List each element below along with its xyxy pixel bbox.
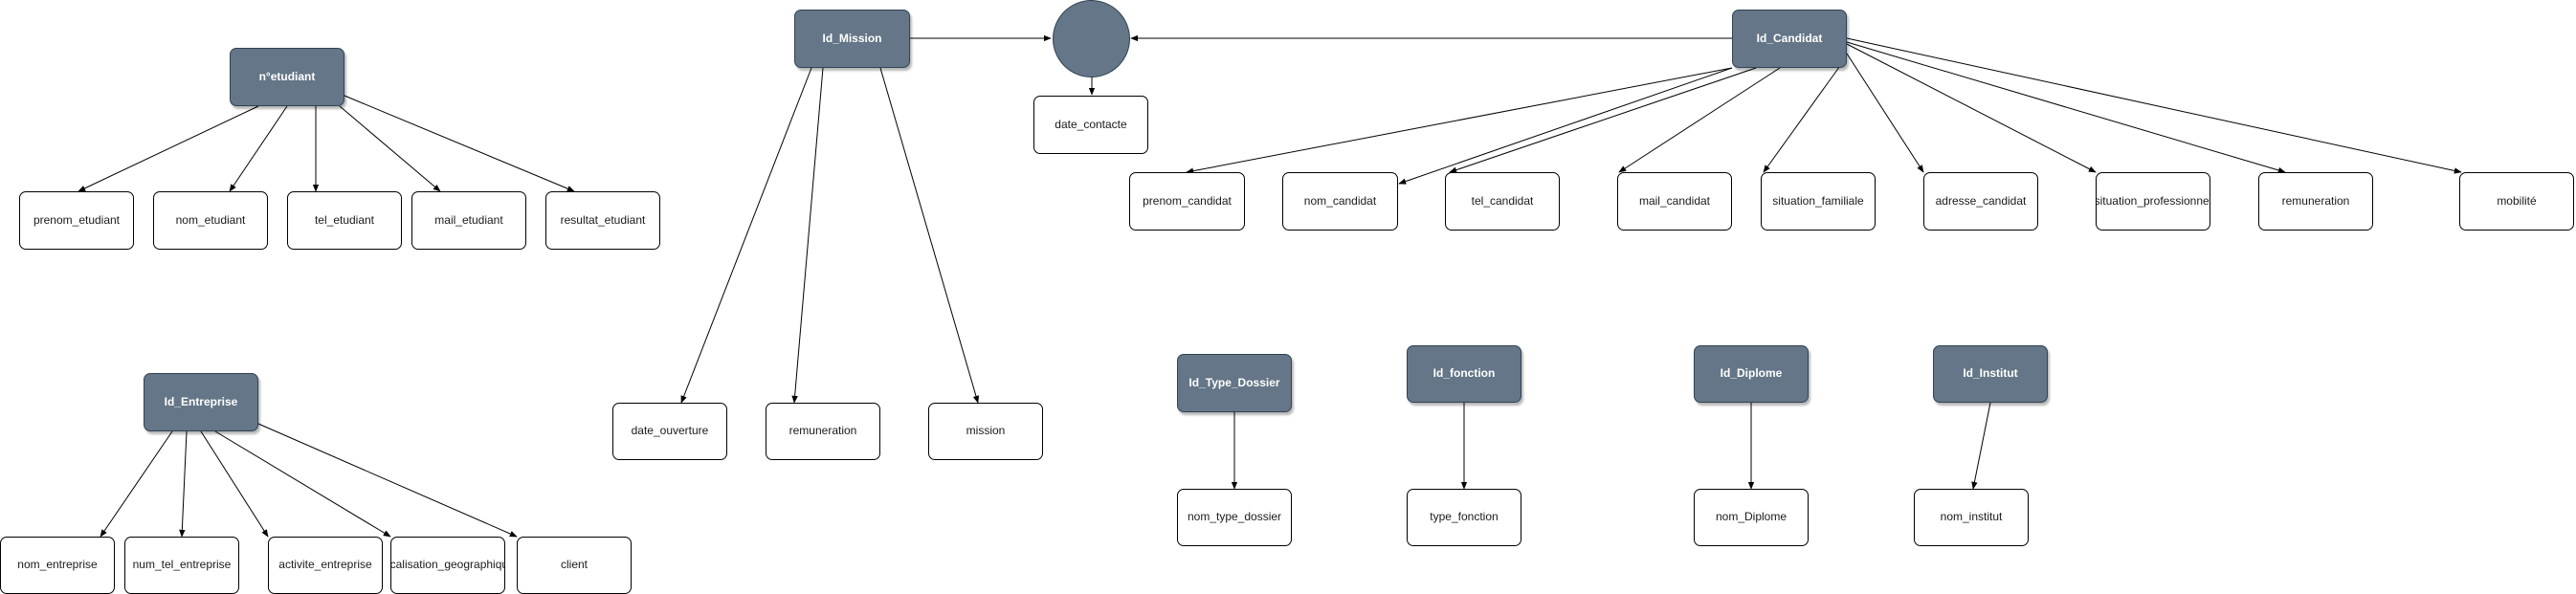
entity-key-id-type-dossier[interactable]: Id_Type_Dossier (1177, 354, 1292, 412)
edge-candidat-situationpro (1846, 43, 2097, 173)
entity-key-n-etudiant[interactable]: n°etudiant (230, 48, 344, 106)
attribute-nom-candidat[interactable]: nom_candidat (1282, 172, 1398, 231)
attribute-date-contacte[interactable]: date_contacte (1033, 96, 1148, 154)
attribute-resultat-etudiant[interactable]: resultat_etudiant (545, 191, 660, 250)
attribute-mail-etudiant[interactable]: mail_etudiant (411, 191, 526, 250)
attribute-prenom-candidat[interactable]: prenom_candidat (1129, 172, 1245, 231)
attribute-mission[interactable]: mission (928, 403, 1043, 460)
attribute-remuneration-mission[interactable]: remuneration (766, 403, 880, 460)
edge-mission-remuneration (791, 67, 824, 404)
edge-entreprise-localisation (214, 430, 391, 538)
edge-mission-ouverture (680, 67, 812, 404)
edge-etudiant-resultat (344, 95, 575, 192)
attribute-num-tel-entreprise[interactable]: num_tel_entreprise (124, 537, 239, 594)
edge-candidat-mobilite (1846, 37, 2462, 174)
attribute-mobilite[interactable]: mobilité (2459, 172, 2574, 231)
attribute-tel-candidat[interactable]: tel_candidat (1445, 172, 1560, 231)
attribute-remuneration-candidat[interactable]: remuneration (2258, 172, 2373, 231)
edge-candidat-tel (1449, 67, 1757, 173)
attribute-nom-diplome[interactable]: nom_Diplome (1694, 489, 1809, 546)
edge-candidat-prenom (1186, 67, 1733, 174)
edge-candidat-remuneration (1846, 41, 2286, 174)
attribute-nom-institut[interactable]: nom_institut (1914, 489, 2029, 546)
attribute-nom-etudiant[interactable]: nom_etudiant (153, 191, 268, 250)
edge-candidat-mail (1618, 67, 1781, 173)
attribute-situation-professionnel[interactable]: situation_professionnel (2096, 172, 2210, 231)
edge-candidat-adresse (1846, 53, 1924, 173)
edge-etudiant-mail (339, 105, 441, 192)
edge-institut-nom (1971, 402, 1991, 490)
entity-key-id-institut[interactable]: Id_Institut (1933, 345, 2048, 403)
edge-etudiant-nom (229, 105, 288, 192)
attribute-activite-entreprise[interactable]: activite_entreprise (268, 537, 383, 594)
edge-candidat-situationfam (1763, 62, 1843, 173)
edge-entreprise-client (257, 423, 518, 538)
attribute-situation-familiale[interactable]: situation_familiale (1761, 172, 1876, 231)
entity-key-id-diplome[interactable]: Id_Diplome (1694, 345, 1809, 403)
edge-entreprise-activite (200, 430, 269, 538)
attribute-prenom-etudiant[interactable]: prenom_etudiant (19, 191, 134, 250)
edge-entreprise-numtel (179, 430, 188, 538)
attribute-client[interactable]: client (517, 537, 632, 594)
edge-entreprise-nom (100, 430, 173, 538)
attribute-localisation-geographique[interactable]: localisation_geographique (390, 537, 505, 594)
edge-mission-mission (879, 67, 980, 404)
attribute-nom-entreprise[interactable]: nom_entreprise (0, 537, 115, 594)
attribute-adresse-candidat[interactable]: adresse_candidat (1923, 172, 2038, 231)
entity-key-id-entreprise[interactable]: Id_Entreprise (144, 373, 258, 431)
entity-key-id-mission[interactable]: Id_Mission (794, 10, 910, 68)
attribute-nom-type-dossier[interactable]: nom_type_dossier (1177, 489, 1292, 546)
attribute-mail-candidat[interactable]: mail_candidat (1617, 172, 1732, 231)
attribute-type-fonction[interactable]: type_fonction (1407, 489, 1521, 546)
edge-candidat-nom (1398, 67, 1733, 185)
attribute-date-ouverture[interactable]: date_ouverture (612, 403, 727, 460)
attribute-tel-etudiant[interactable]: tel_etudiant (287, 191, 402, 250)
entity-key-id-fonction[interactable]: Id_fonction (1407, 345, 1521, 403)
association-circle[interactable] (1053, 0, 1130, 77)
edge-etudiant-prenom (78, 105, 259, 192)
entity-key-id-candidat[interactable]: Id_Candidat (1732, 10, 1847, 68)
